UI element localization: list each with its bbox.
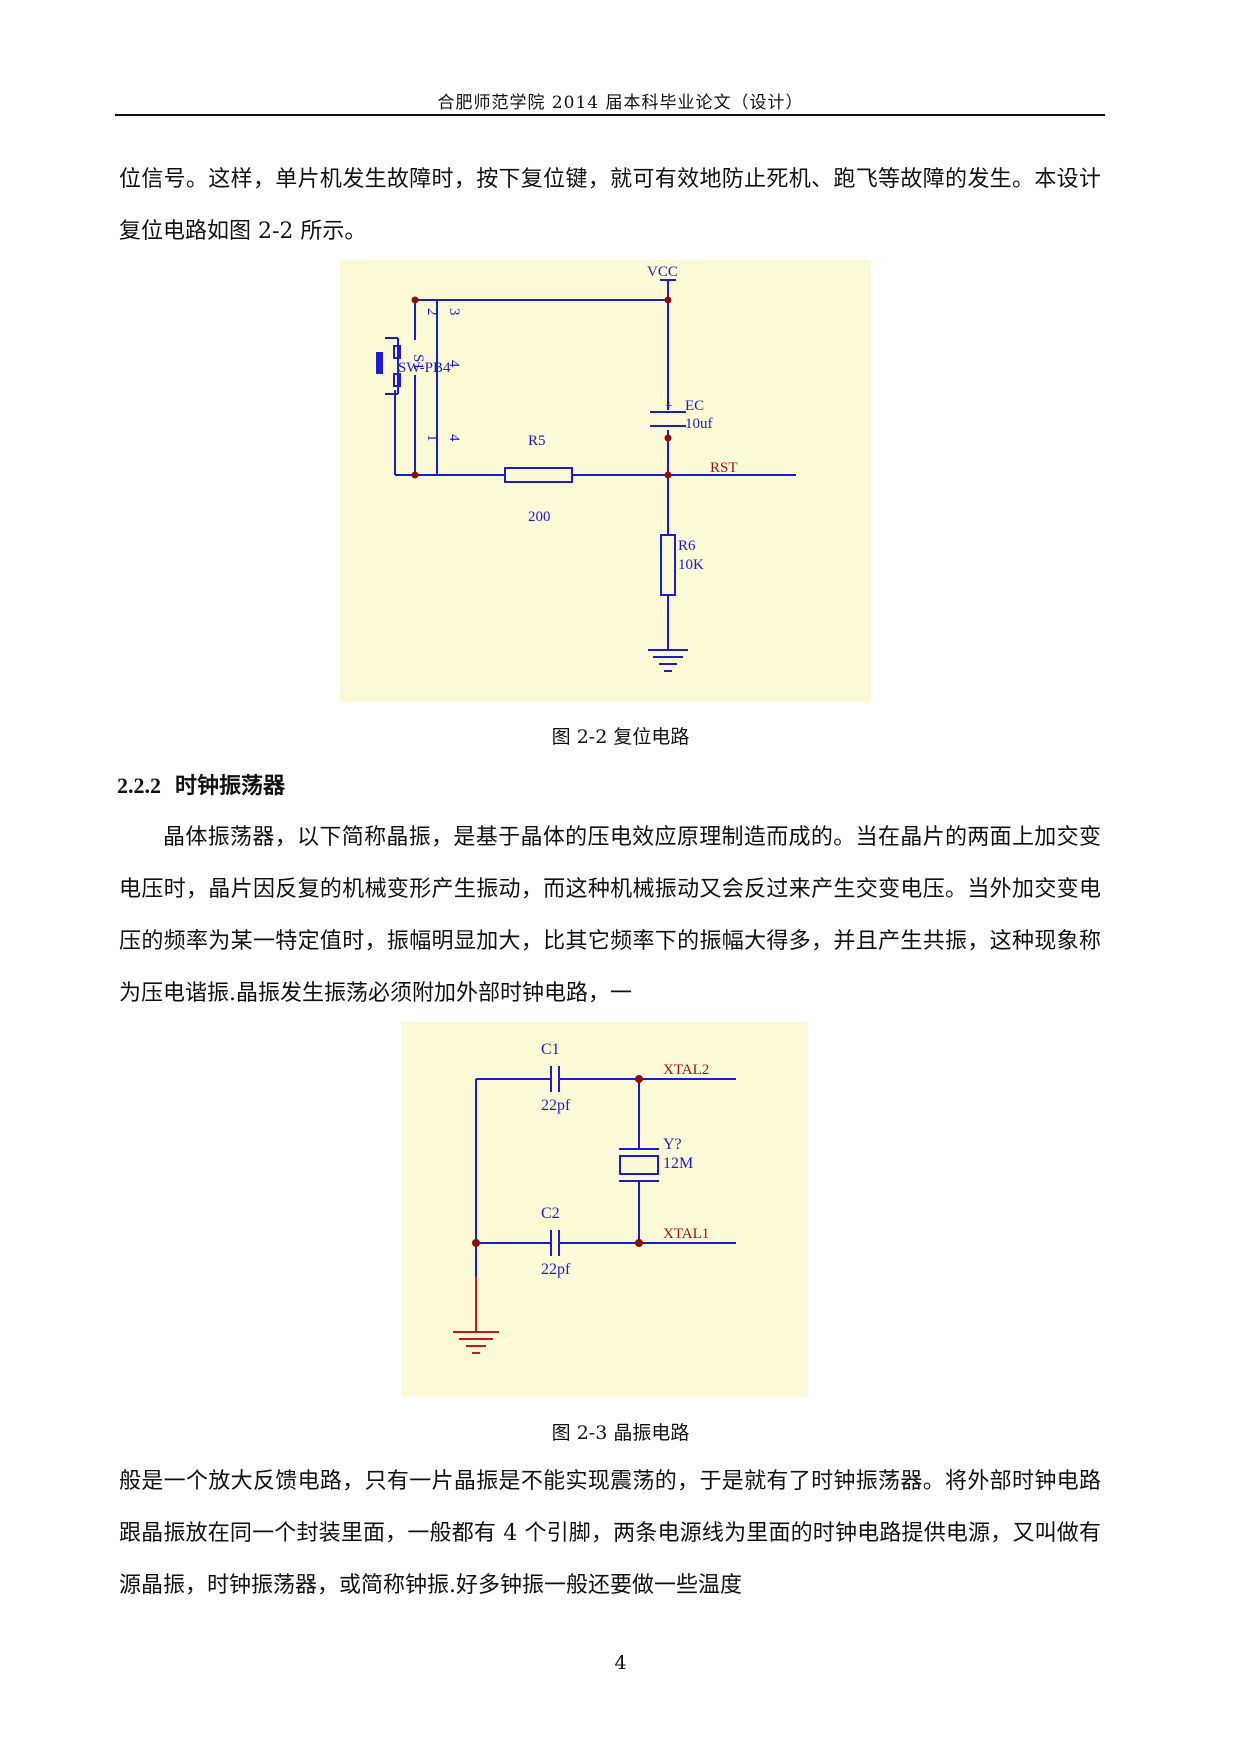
paragraph-2: 晶体振荡器，以下简称晶振，是基于晶体的压电效应原理制造而成的。当在晶片的两面上加… xyxy=(119,825,1101,1006)
section-number: 2.2.2 xyxy=(117,773,161,798)
document-header: 合肥师范学院 2014 届本科毕业论文（设计） xyxy=(437,93,804,113)
resistor-r6-icon xyxy=(660,534,676,596)
c2-ref-label: C2 xyxy=(541,1205,560,1222)
pin-4-label: 4 xyxy=(446,434,462,442)
cap-ref-label: EC xyxy=(685,398,704,414)
switch-button-icon xyxy=(376,352,383,374)
r5-ref-label: R5 xyxy=(528,433,546,449)
pin-3-label: 3 xyxy=(446,308,462,316)
r6-ref-label: R6 xyxy=(678,538,696,554)
crystal-ref-label: Y? xyxy=(663,1136,682,1153)
xtal1-net-label: XTAL1 xyxy=(663,1226,709,1242)
pin-mid-4-label: 4 xyxy=(446,360,462,368)
pin-1-label: 1 xyxy=(424,434,440,442)
switch-model-label: SW-PB4 xyxy=(398,360,451,376)
figure-2-caption: 图 2-3 晶振电路 xyxy=(551,1422,690,1444)
ground-icon xyxy=(453,1322,499,1354)
figure-1-caption: 图 2-2 复位电路 xyxy=(551,726,690,748)
page-number: 4 xyxy=(614,1652,627,1674)
section-heading: 2.2.2 时钟振荡器 xyxy=(117,768,285,800)
resistor-r5-icon xyxy=(504,467,573,483)
r6-value-label: 10K xyxy=(678,557,704,573)
reset-circuit-diagram: VCC + EC 10uf R5 200 RST R6 10K SW-PB4 S… xyxy=(376,264,796,672)
r5-value-label: 200 xyxy=(528,509,551,525)
switch-ref-label: S1 xyxy=(410,354,426,370)
cap-plus-label: + xyxy=(665,399,673,414)
crystal-circuit-diagram: C1 22pf XTAL2 Y? 12M C2 22pf XTAL1 xyxy=(453,1041,736,1354)
xtal2-net-label: XTAL2 xyxy=(663,1062,709,1078)
c2-value-label: 22pf xyxy=(541,1261,571,1278)
c1-ref-label: C1 xyxy=(541,1041,560,1058)
vcc-label: VCC xyxy=(647,264,678,280)
rst-net-label: RST xyxy=(710,460,738,476)
header-rule xyxy=(115,114,1105,116)
figure-crystal-circuit: C1 22pf XTAL2 Y? 12M C2 22pf XTAL1 xyxy=(401,1022,808,1397)
crystal-value-label: 12M xyxy=(663,1155,693,1172)
c1-value-label: 22pf xyxy=(541,1097,571,1114)
paragraph-1: 位信号。这样，单片机发生故障时，按下复位键，就可有效地防止死机、跑飞等故障的发生… xyxy=(119,167,1101,244)
section-title: 时钟振荡器 xyxy=(175,774,286,799)
paragraph-3: 般是一个放大反馈电路，只有一片晶振是不能实现震荡的，于是就有了时钟振荡器。将外部… xyxy=(119,1469,1101,1598)
pin-2-label: 2 xyxy=(424,308,440,316)
figure-reset-circuit: VCC + EC 10uf R5 200 RST R6 10K SW-PB4 S… xyxy=(340,260,871,702)
cap-value-label: 10uf xyxy=(685,416,713,432)
crystal-icon xyxy=(619,1155,659,1175)
